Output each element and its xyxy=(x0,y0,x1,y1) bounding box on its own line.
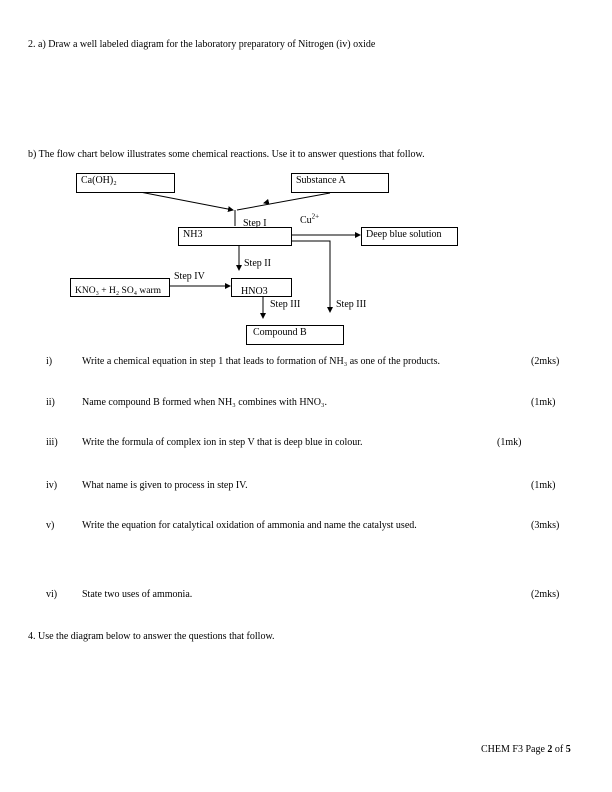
question-text: Write a chemical equation in step 1 that… xyxy=(82,356,440,367)
question-marks: (1mk) xyxy=(531,397,556,408)
question-number: vi) xyxy=(46,589,58,600)
box-deep-blue-solution: Deep blue solution xyxy=(361,227,458,246)
question-number: ii) xyxy=(46,397,55,408)
box-kno3-h2so4: KNO₃ + H₂ SO₄ warm xyxy=(70,278,170,297)
arrow-caoh2-to-step-i xyxy=(139,191,234,212)
label-cu2plus: Cu2+ xyxy=(300,212,320,226)
arrow-substance-a-to-step-i xyxy=(236,192,331,211)
question-4: 4. Use the diagram below to answer the q… xyxy=(28,631,275,642)
page-footer: CHEM F3 Page 2 of 5 xyxy=(481,745,571,755)
question-text: Name compound B formed when NH₃ combines… xyxy=(82,397,327,408)
question-number: v) xyxy=(46,520,55,531)
question-text: Write the equation for catalytical oxida… xyxy=(82,520,417,531)
question-number: i) xyxy=(46,356,53,367)
question-number: iii) xyxy=(46,437,58,448)
label-step-i: Step I xyxy=(243,218,267,229)
footer-page-number: 2 xyxy=(547,744,553,755)
footer-page-total: 5 xyxy=(565,744,571,755)
box-hno3: HNO3 xyxy=(231,278,292,297)
label-step-iii-left: Step III xyxy=(270,299,301,310)
footer-of: of xyxy=(552,744,566,755)
question-marks: (1mk) xyxy=(531,480,556,491)
box-ca-oh2: Ca(OH)₂ xyxy=(76,173,175,193)
question-2a: 2. a) Draw a well labeled diagram for th… xyxy=(28,39,376,50)
box-substance-a: Substance A xyxy=(291,173,389,193)
question-2b-intro: b) The flow chart below illustrates some… xyxy=(28,149,425,160)
box-nh3: NH3 xyxy=(178,227,292,246)
footer-prefix: CHEM F3 Page xyxy=(481,744,548,755)
question-marks: (1mk) xyxy=(497,437,522,448)
label-step-iv: Step IV xyxy=(174,271,205,282)
question-text: What name is given to process in step IV… xyxy=(82,480,248,491)
question-text: Write the formula of complex ion in step… xyxy=(82,437,363,448)
question-marks: (2mks) xyxy=(531,589,560,600)
label-step-iii-right: Step III xyxy=(336,299,367,310)
label-step-ii: Step II xyxy=(244,258,271,269)
arrow-nh3-to-compound-b xyxy=(292,240,333,313)
question-number: iv) xyxy=(46,480,58,491)
question-marks: (3mks) xyxy=(531,520,560,531)
question-text: State two uses of ammonia. xyxy=(82,589,193,600)
box-compound-b: Compound B xyxy=(246,325,344,345)
question-marks: (2mks) xyxy=(531,356,560,367)
